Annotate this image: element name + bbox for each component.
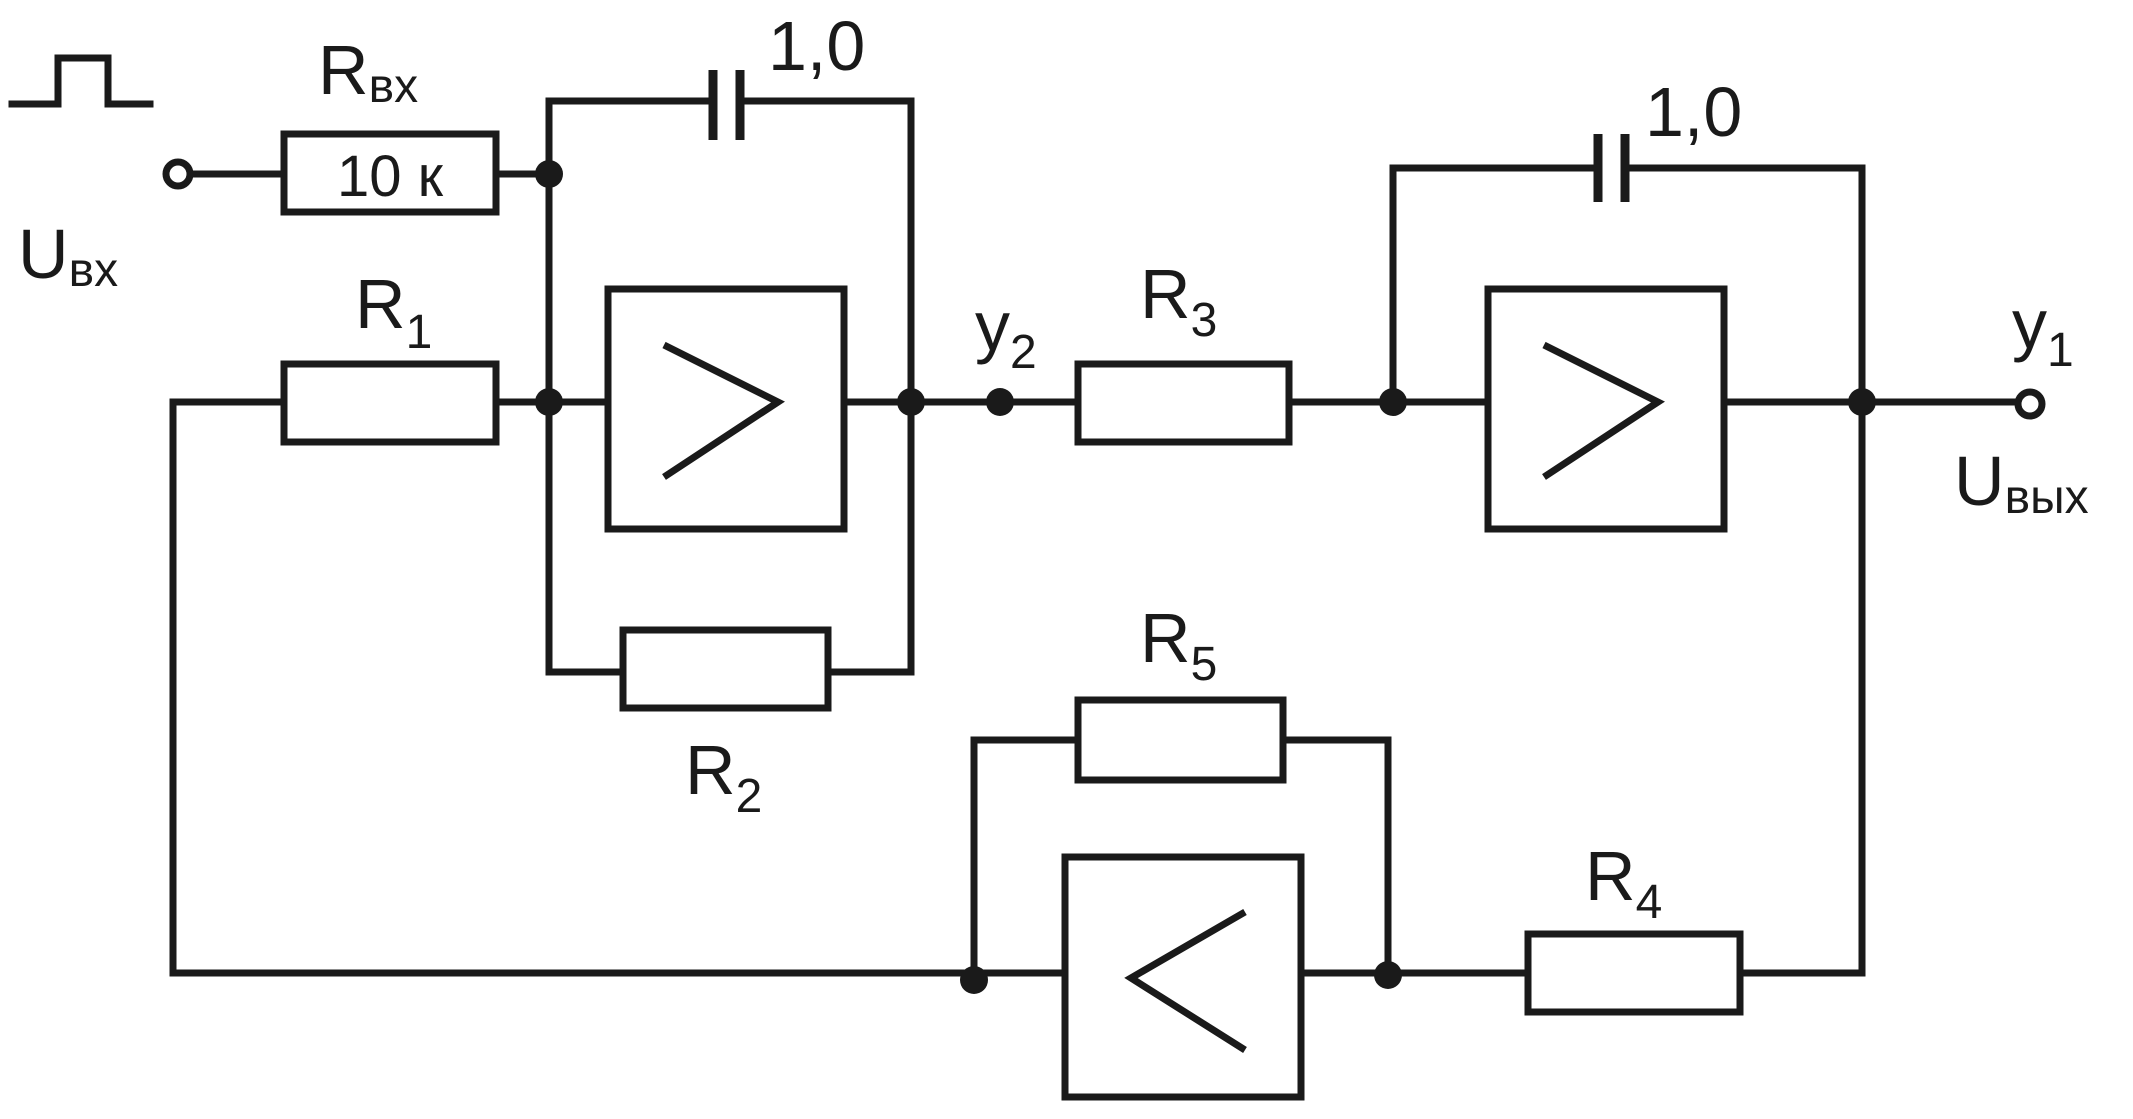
label-r5: R5 <box>1140 599 1217 691</box>
wire-output-down <box>1736 398 1866 977</box>
label-y2: y2 <box>975 287 1037 379</box>
wire-r5-left <box>970 736 1082 977</box>
junction-dot <box>960 966 988 994</box>
amplifier-3-symbol <box>1124 908 1247 1053</box>
label-r3: R3 <box>1140 255 1217 347</box>
junction-dot <box>535 388 563 416</box>
resistor-r4 <box>1524 930 1744 1016</box>
resistor-r3 <box>1074 360 1293 446</box>
resistor-r2 <box>619 626 832 712</box>
pulse-icon <box>8 54 154 108</box>
label-r1: R1 <box>355 265 432 359</box>
wire-r2-right <box>824 398 915 676</box>
resistor-r1 <box>280 360 500 446</box>
label-output-voltage: Uвых <box>1954 442 2089 524</box>
wire-cap1-left <box>545 97 714 178</box>
junction-dot <box>1379 388 1407 416</box>
label-r-in: Rвх <box>318 31 418 113</box>
label-cap2: 1,0 <box>1645 73 1742 151</box>
resistor-rin-value: 10 к <box>337 144 444 209</box>
amplifier-1-symbol <box>662 341 785 480</box>
amplifier-2 <box>1484 285 1728 533</box>
label-r4: R4 <box>1585 837 1662 929</box>
output-terminal <box>2014 388 2046 420</box>
junction-dot <box>1848 388 1876 416</box>
label-y1: y1 <box>2012 285 2074 377</box>
amplifier-3 <box>1061 853 1305 1101</box>
amplifier-2-symbol <box>1542 341 1665 480</box>
wire-r1-left <box>169 398 288 977</box>
label-input-voltage: Uвх <box>18 215 118 297</box>
resistor-r5 <box>1074 696 1287 784</box>
input-terminal <box>162 158 194 190</box>
label-cap1: 1,0 <box>768 7 865 85</box>
wire-cap1-right <box>739 97 915 406</box>
junction-dot <box>535 160 563 188</box>
wire-r5-right <box>1279 736 1392 977</box>
junction-dot-y2 <box>986 388 1014 416</box>
junction-dot <box>897 388 925 416</box>
wire-cap2-left <box>1389 164 1599 406</box>
wire-cap2-right <box>1624 164 1866 406</box>
label-r2: R2 <box>685 731 762 823</box>
junction-dot <box>1374 961 1402 989</box>
amplifier-1 <box>604 285 848 533</box>
